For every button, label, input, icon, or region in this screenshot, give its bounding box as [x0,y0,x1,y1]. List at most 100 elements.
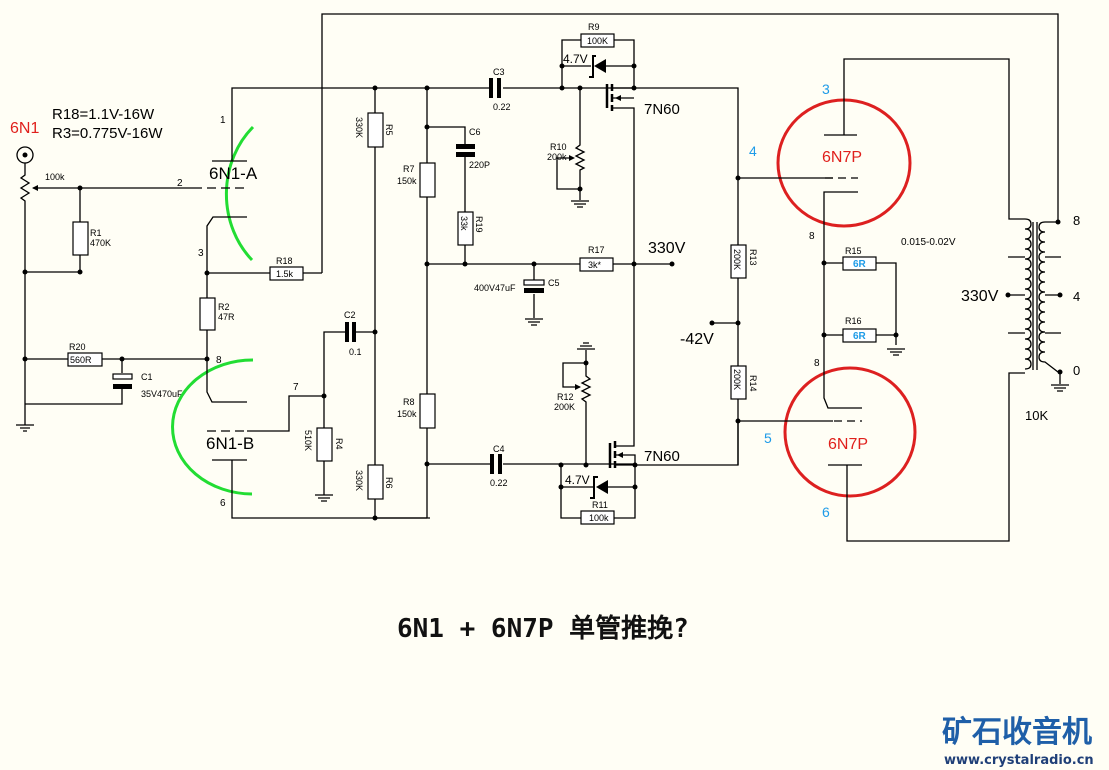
6n7p-upper-pin-8: 8 [809,231,815,242]
r12-ref: R12 [557,392,574,402]
c6-capacitor [456,144,475,149]
r8-ref: R8 [403,397,415,407]
r12-value: 200K [554,402,575,412]
c4-ref: C4 [493,444,505,454]
r18-note: R18=1.1V-16W [52,106,155,123]
c4-capacitor [490,454,494,474]
bias-voltage-label: -42V [680,331,714,348]
c2-ref: C2 [344,310,356,320]
r19-ref: R19 [474,216,484,233]
zener-upper-label: 4.7V [563,52,588,66]
r17-value: 3k* [588,260,602,270]
cathode-voltage-note: 0.015-0.02V [901,237,956,248]
r9-resistor [580,33,615,48]
r16-resistor [842,328,877,343]
r7-ref: R7 [403,164,415,174]
zener-diode-upper [594,59,606,73]
site-url: www.crystalradio.cn [944,753,1094,768]
r11-ref: R11 [592,500,608,510]
r5-value: 330K [354,117,364,138]
r10-value: 200k [547,152,567,162]
r19-resistor [457,211,474,246]
ground-icon [16,424,34,432]
r17-ref: R17 [588,245,605,255]
6n7p-lower-pin-5: 5 [764,430,772,446]
r16-value: 6R [853,331,867,342]
r1-ref: R1 [90,228,102,238]
r11-resistor [580,510,615,525]
r6-ref: R6 [384,477,394,489]
6n1b-pin-7: 7 [293,382,299,393]
c6-value: 220P [469,160,490,170]
r6-resistor [367,464,384,500]
volume-pot-value: 100k [45,172,65,182]
volume-pot[interactable] [19,163,31,272]
mosfet-lower [608,264,739,468]
r18-value: 1.5k [276,269,294,279]
6n1a-pin-1: 1 [220,115,226,126]
tube-6n1b-label: 6N1-B [206,434,254,453]
r5-ref: R5 [384,124,394,136]
mosfet-upper [605,84,739,264]
r7-value: 150k [397,176,417,186]
tube-6n7p-upper-label: 6N7P [822,149,862,166]
r8-resistor [419,393,436,429]
c3-capacitor [489,78,493,98]
c5-capacitor [523,279,545,286]
6n1a-pin-3: 3 [198,248,204,259]
tube-6n1a-label: 6N1-A [209,164,258,183]
speaker-tap-4[interactable] [1057,292,1063,298]
r20-value: 560R [70,355,92,365]
feedback-wire [321,13,1059,273]
r5-resistor [367,112,384,148]
r15-resistor [842,256,877,271]
r2-ref: R2 [218,302,230,312]
tube-6n1a-envelope [224,125,255,262]
supply-voltage-label: 330V [648,240,686,257]
r10-ref: R10 [550,142,567,152]
supply-terminal[interactable] [669,261,675,267]
c3-value: 0.22 [493,102,511,112]
mosfet-upper-label: 7N60 [644,101,680,118]
r13-resistor [730,244,747,279]
tube-6n7p-lower-envelope [783,366,917,498]
r3-note: R3=0.775V-16W [52,125,163,142]
r11-value: 100k [589,513,609,523]
output-transformer [1008,218,1061,373]
zener-diode-lower [596,480,608,494]
r14-value: 200K [732,369,742,390]
tube-6n7p-lower-label: 6N7P [828,436,868,453]
r16-ref: R16 [845,316,862,326]
r8-value: 150k [397,409,417,419]
c2-capacitor [345,322,349,342]
6n1b-pin-8: 8 [216,355,222,366]
r7-resistor [419,162,436,198]
tap-4-label: 4 [1073,289,1080,304]
r1-resistor [72,221,89,256]
r9-ref: R9 [588,22,600,32]
r14-ref: R14 [748,375,758,392]
speaker-tap-8[interactable] [1055,219,1061,225]
c4-value: 0.22 [490,478,508,488]
r2-resistor [199,297,216,331]
tube-6n1b-envelope [171,358,254,496]
bias-terminal[interactable] [709,320,715,326]
tap-8-label: 8 [1073,213,1080,228]
transformer-b-plus-terminal[interactable] [1005,292,1011,298]
r18-ref: R18 [276,256,293,266]
6n7p-upper-pin-4: 4 [749,143,757,159]
r13-value: 200K [732,249,742,270]
r17-resistor [579,257,614,272]
input-jack[interactable] [16,146,34,164]
c3-ref: C3 [493,67,505,77]
r13-ref: R13 [748,249,758,266]
r15-ref: R15 [845,246,862,256]
r20-ref: R20 [69,342,86,352]
tap-0-label: 0 [1073,363,1080,378]
6n7p-upper-pin-3: 3 [822,81,830,97]
transformer-impedance-label: 10K [1025,408,1048,423]
c1-value: 35V470uF [141,389,183,399]
c5-value: 400V47uF [474,283,516,293]
6n1a-pin-2: 2 [177,178,183,189]
